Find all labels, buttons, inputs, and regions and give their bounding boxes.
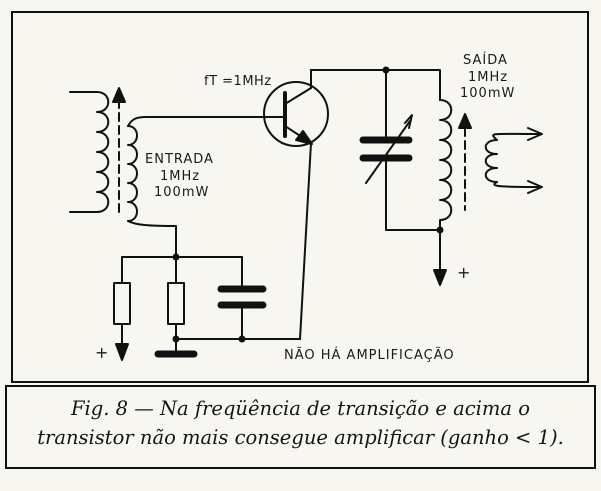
output-transformer [458,113,543,211]
output-power-label: 100mW [460,86,515,101]
variable-capacitor-arrow-icon [404,114,413,129]
variable-capacitor-arrow-line [365,120,411,184]
output-arrow-bottom-icon [527,180,543,194]
transistor-body [263,81,329,147]
bias-network [113,142,312,361]
wire-input-return [127,220,177,258]
output-label: SAÍDA [463,52,508,68]
wire-collector [310,69,441,101]
output-arrow-top-icon [527,127,543,141]
caption-line-1: Fig. 8 — Na freqüência de transição e ac… [71,397,530,420]
emitter-arrow-icon [295,130,313,145]
caption-line-2: transistor não mais consegue amplificar … [37,426,564,449]
input-power-label: 100mW [154,185,209,200]
output-freq-label: 1MHz [468,70,508,85]
no-amplification-note: NÃO HÁ AMPLIFICAÇÃO [284,347,455,363]
input-freq-label: 1MHz [160,169,200,184]
input-core-arrow-icon [112,87,126,103]
caption-border [5,385,596,469]
transistor-ft-label: fT =1MHz [204,74,272,89]
wire-out-bottom [493,181,541,188]
wire-out-top [492,132,541,141]
supply-arrow-left-icon [115,343,129,361]
transistor [263,69,329,147]
input-label: ENTRADA [145,152,214,167]
resistor-middle [167,282,185,325]
output-core-arrow-icon [458,113,472,129]
input-transformer [69,87,269,258]
diagram-border [11,11,589,383]
transistor-collector [284,87,312,105]
output-secondary-coil [484,139,498,183]
wire-emitter-down [299,142,312,340]
input-secondary-coil [127,125,138,222]
plus-left-label: + [95,343,109,362]
junction-ground [172,335,180,343]
wire-base [127,116,269,127]
output-tank [310,66,453,286]
output-primary-coil [439,99,453,231]
input-primary-coil [69,91,110,213]
resistor-left [113,282,131,325]
supply-arrow-right-icon [433,269,447,286]
junction-tank [436,226,444,234]
plus-right-label: + [457,263,471,282]
